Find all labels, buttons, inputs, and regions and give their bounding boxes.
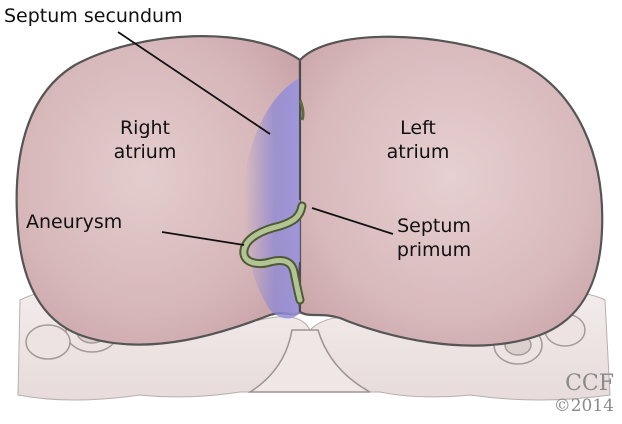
label-right-atrium-line2: atrium [101, 140, 189, 164]
label-septum-secundum: Septum secundum [4, 4, 183, 28]
label-septum-primum: Septum primum [394, 214, 474, 262]
label-right-atrium: Right atrium [101, 116, 189, 164]
credit-org: CCF [565, 372, 614, 396]
label-septum-primum-line1: Septum [394, 214, 474, 238]
label-aneurysm: Aneurysm [26, 210, 122, 234]
label-septum-primum-line2: primum [394, 238, 474, 262]
credit-year: ©2014 [554, 396, 614, 416]
left-atrium-chamber [300, 37, 602, 346]
label-left-atrium: Left atrium [377, 116, 459, 164]
label-left-atrium-line1: Left [377, 116, 459, 140]
label-left-atrium-line2: atrium [377, 140, 459, 164]
label-right-atrium-line1: Right [101, 116, 189, 140]
